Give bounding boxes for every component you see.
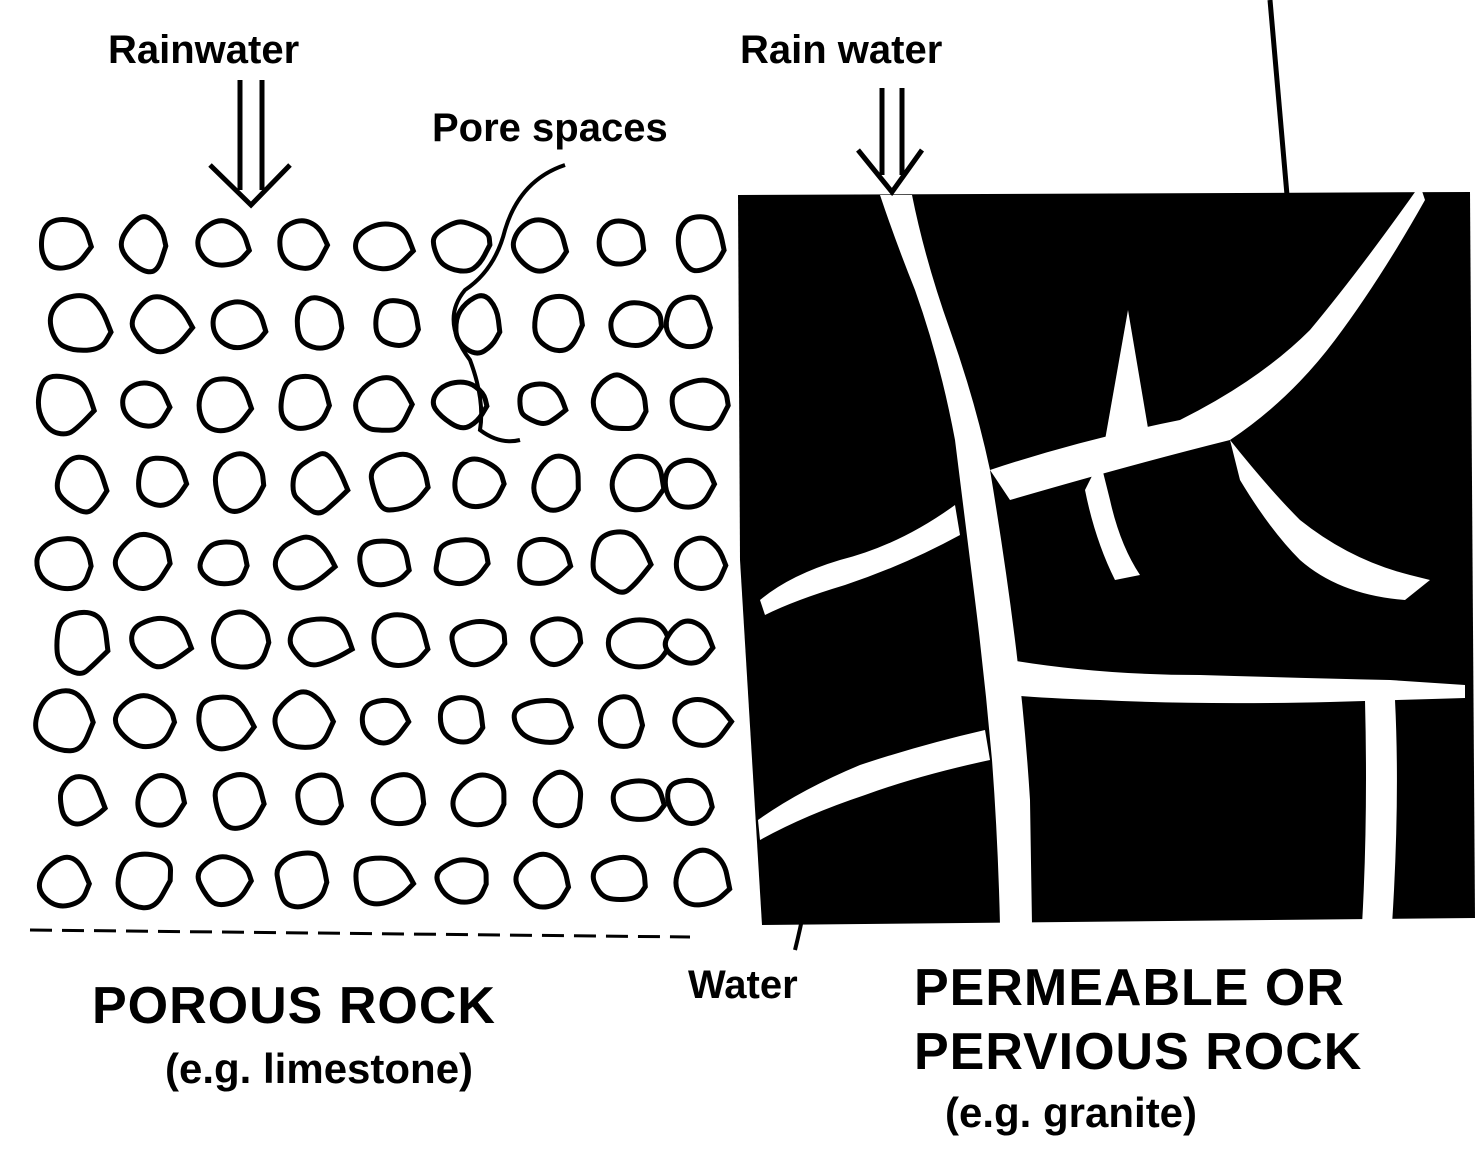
rock-grain — [121, 217, 165, 272]
rainwater-right-label: Rain water — [740, 30, 942, 70]
rock-grain — [437, 860, 486, 902]
rock-grain — [453, 775, 504, 825]
rock-grain — [50, 296, 111, 351]
rock-grain — [516, 854, 569, 907]
rock-grain — [57, 612, 108, 673]
rock-grain — [277, 853, 327, 907]
rock-grain — [593, 857, 645, 899]
rock-grain — [39, 857, 89, 906]
water-label: Water — [688, 965, 798, 1005]
rock-grain — [362, 700, 408, 743]
rock-grain — [455, 459, 504, 507]
rock-grain — [199, 697, 254, 749]
rock-grain — [513, 220, 566, 271]
rock-grain — [297, 298, 342, 348]
rock-grain — [138, 776, 185, 826]
rock-grain — [612, 456, 664, 509]
porous-rock-panel — [36, 217, 732, 908]
rock-grain — [356, 224, 414, 269]
rock-grain — [676, 850, 730, 905]
rock-grain — [533, 619, 581, 665]
rock-grain — [132, 618, 192, 666]
rock-grain — [599, 221, 644, 264]
rock-grain — [593, 532, 651, 592]
rock-grain — [213, 302, 266, 348]
rock-grain — [275, 692, 333, 747]
rock-grain — [123, 383, 170, 426]
rock-grain — [611, 303, 662, 346]
rock-grain — [666, 297, 710, 347]
rock-grain — [678, 217, 724, 271]
rock-grain — [139, 458, 187, 505]
pore-spaces-label: Pore spaces — [432, 108, 668, 148]
rock-grain — [534, 456, 578, 510]
rock-grain — [290, 619, 352, 665]
rock-grain — [675, 700, 732, 746]
rock-grain — [433, 222, 490, 271]
rock-grain — [198, 221, 249, 265]
rock-grain — [57, 457, 107, 512]
rock-grain — [281, 376, 329, 428]
rock-grain — [665, 621, 713, 663]
permeable-rock-panel — [738, 0, 1475, 925]
rock-grain — [613, 781, 664, 819]
rock-grain — [37, 539, 91, 589]
rock-grain — [535, 772, 580, 826]
rock-grain — [36, 691, 94, 751]
rock-grain — [115, 534, 170, 588]
rock-grain — [608, 620, 671, 667]
rock-grain — [672, 380, 728, 428]
rock-grain — [215, 454, 263, 512]
granite-pointer-line — [1270, 0, 1287, 195]
rock-grain — [520, 539, 571, 583]
rock-grain — [200, 542, 247, 584]
rock-grain — [198, 857, 251, 905]
rock-grain — [199, 379, 251, 431]
rock-grain — [360, 541, 409, 585]
porous-rock-example: (e.g. limestone) — [165, 1048, 473, 1090]
rock-grain — [213, 612, 268, 667]
rock-grain — [374, 615, 428, 666]
rock-grain — [41, 219, 91, 268]
water-table-line — [30, 930, 690, 937]
rock-grain — [356, 858, 414, 904]
rock-grain — [115, 696, 174, 747]
rock-grain — [38, 376, 94, 434]
rock-grain — [452, 621, 505, 664]
rock-grain — [275, 537, 335, 588]
rock-grain — [600, 697, 642, 747]
porous-rock-title: POROUS ROCK — [92, 980, 496, 1032]
rock-grain — [440, 698, 482, 742]
rock-grain — [60, 777, 105, 824]
rock-grain — [668, 780, 713, 823]
rock-grain — [118, 854, 170, 908]
permeable-rock-title-line2: PERVIOUS ROCK — [914, 1026, 1362, 1078]
rock-grain — [520, 384, 566, 423]
rock-grain — [371, 454, 428, 510]
rock-grain — [676, 538, 725, 588]
rock-grain — [293, 454, 348, 513]
rainwater-arrow-left — [210, 80, 290, 205]
rock-grain — [593, 375, 646, 429]
rock-grain — [436, 540, 488, 584]
rock-grain — [356, 378, 413, 431]
rock-grain — [376, 301, 419, 346]
rock-grain — [514, 701, 571, 743]
rock-grain — [373, 775, 423, 824]
rock-grain — [298, 775, 342, 823]
permeable-rock-title-line1: PERMEABLE OR — [914, 962, 1345, 1014]
rock-grain — [665, 460, 714, 507]
permeable-rock-example: (e.g. granite) — [945, 1092, 1197, 1134]
rock-grain — [215, 775, 264, 829]
rock-grain — [280, 221, 328, 269]
rainwater-arrow-right — [858, 88, 922, 192]
rainwater-left-label: Rainwater — [108, 30, 299, 70]
rock-grain — [132, 297, 192, 352]
rock-grain — [535, 296, 583, 350]
